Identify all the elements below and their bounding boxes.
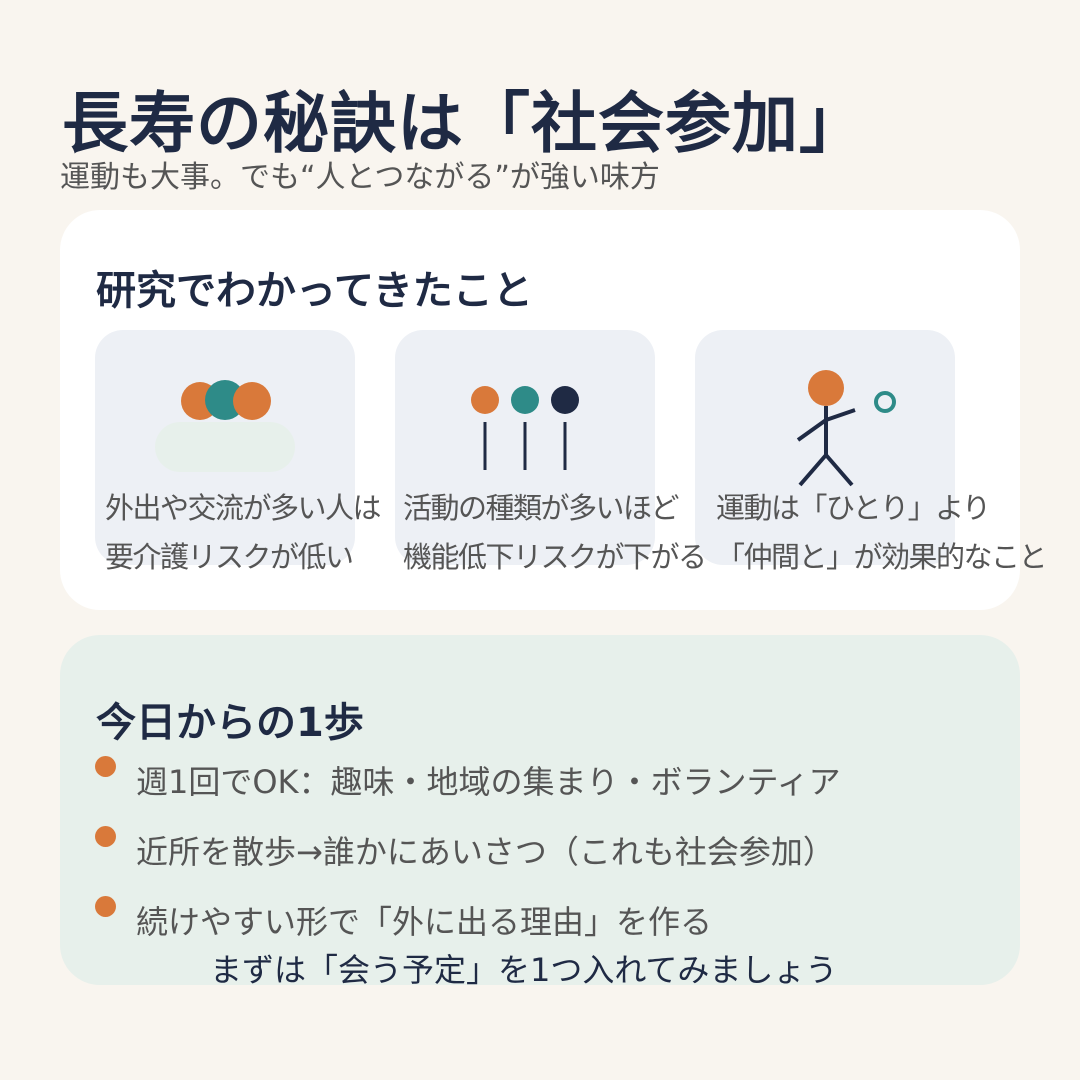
steps-title: 今日からの1歩 bbox=[96, 700, 364, 746]
exercise-person-icon bbox=[796, 370, 896, 487]
bullet-icon bbox=[95, 756, 116, 777]
variety-icon bbox=[471, 386, 579, 470]
step-item: 続けやすい形で「外に出る理由」を作る bbox=[136, 903, 713, 941]
finding-text-1: 外出や交流が多い人は要介護リスクが低い bbox=[105, 491, 382, 574]
finding-text-3: 運動は「ひとり」より「仲間と」が効果的なこと bbox=[716, 491, 1048, 574]
step-item: 近所を散歩→誰かにあいさつ（これも社会参加） bbox=[136, 833, 835, 871]
group-icon bbox=[155, 380, 295, 472]
page-title: 長寿の秘訣は「社会参加」 bbox=[62, 85, 866, 162]
finding-card-3 bbox=[695, 330, 955, 565]
steps-panel bbox=[60, 635, 1020, 985]
step-item: 週1回でOK：趣味・地域の集まり・ボランティア bbox=[136, 763, 841, 801]
finding-card-2 bbox=[395, 330, 655, 565]
bullet-icon bbox=[95, 826, 116, 847]
bullet-icon bbox=[95, 896, 116, 917]
finding-card-1 bbox=[95, 330, 355, 565]
finding-text-2: 活動の種類が多いほど機能低下リスクが下がる bbox=[403, 491, 707, 574]
page-subtitle: 運動も大事。でも“人とつながる”が強い味方 bbox=[60, 160, 660, 195]
findings-title: 研究でわかってきたこと bbox=[96, 268, 533, 314]
call-to-action: まずは「会う予定」を1つ入れてみましょう bbox=[210, 951, 838, 989]
